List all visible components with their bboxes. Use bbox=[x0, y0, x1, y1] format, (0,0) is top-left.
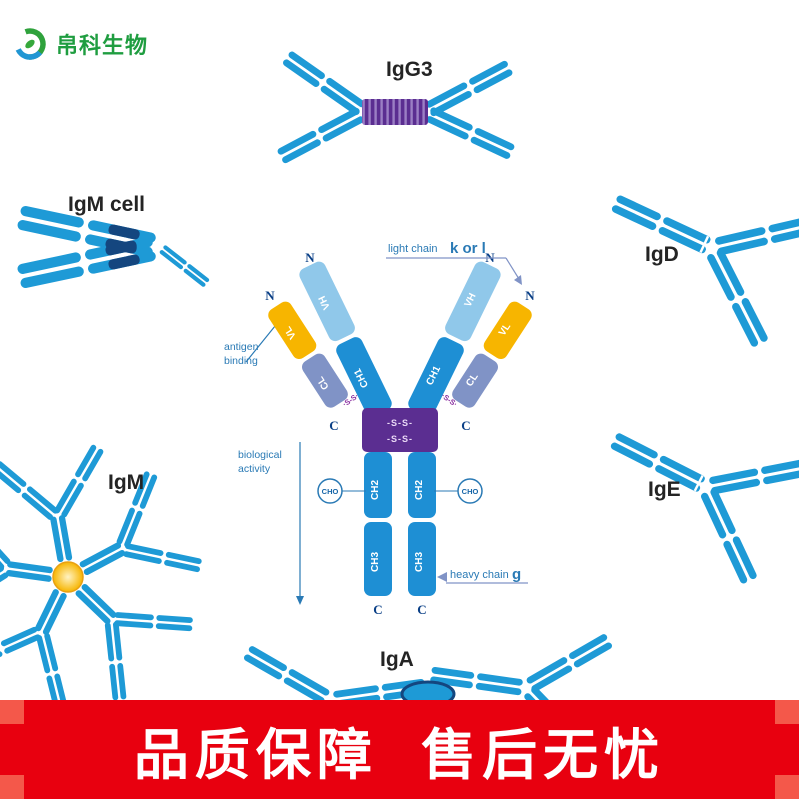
ch3-label: CH3 bbox=[370, 552, 381, 572]
brand-logo: 帛科生物 bbox=[12, 26, 148, 62]
n-terminus: N bbox=[305, 250, 315, 265]
logo-blue-arc bbox=[14, 28, 46, 60]
right-light-chain: CL VL bbox=[452, 301, 532, 408]
banner-corner bbox=[0, 775, 24, 799]
ige-antibody bbox=[581, 377, 799, 590]
igg3-left-arms bbox=[276, 50, 367, 165]
brand-name: 帛科生物 bbox=[56, 33, 149, 58]
banner-corner bbox=[775, 700, 799, 724]
ch1-segment bbox=[336, 337, 392, 417]
vl-segment bbox=[483, 301, 532, 360]
cho-label: CHO bbox=[322, 487, 339, 496]
antigen-binding-text: antigen bbox=[224, 341, 259, 353]
annotation-arrowhead bbox=[437, 572, 447, 582]
cl-segment bbox=[452, 353, 498, 408]
label-igd: IgD bbox=[645, 243, 679, 266]
disulfide-bond: -S-S- bbox=[387, 434, 413, 444]
promo-banner-text: 品质保障 售后无忧 bbox=[133, 723, 666, 786]
ch3-label: CH3 bbox=[414, 552, 425, 572]
cho-circle bbox=[317, 478, 343, 504]
iga-antibody bbox=[241, 610, 615, 700]
heavy-chain-text: heavy chain bbox=[450, 569, 509, 581]
annotation-pointer bbox=[505, 257, 520, 280]
biological-activity-text: biological bbox=[238, 449, 282, 461]
igg3-hinge bbox=[362, 99, 428, 125]
banner-corner bbox=[0, 700, 24, 724]
ch3-segment bbox=[408, 522, 436, 596]
heavy-chain-annotation: heavy chain g bbox=[437, 566, 528, 584]
light-chain-text: light chain bbox=[388, 243, 438, 255]
c-terminus: C bbox=[373, 602, 382, 617]
iga-secretory-component bbox=[400, 680, 456, 700]
igd-hinge-line bbox=[703, 237, 714, 256]
light-chain-annotation: light chain k or l bbox=[386, 240, 522, 285]
right-heavy-arm: CH1 VH bbox=[408, 261, 501, 417]
c-terminus: C bbox=[417, 602, 426, 617]
promo-banner: 品质保障 售后无忧 bbox=[0, 700, 799, 799]
igm-pentamer bbox=[0, 442, 207, 700]
central-antibody-diagram: CL VL CL VL CH1 VH CH1 bbox=[224, 240, 535, 617]
ch2-label: CH2 bbox=[414, 480, 425, 500]
fc-stems: CH2 CH3 CH2 CH3 bbox=[364, 452, 436, 596]
vl-segment bbox=[268, 301, 317, 360]
igg3-antibody bbox=[276, 50, 516, 165]
vh-label: VH bbox=[463, 292, 479, 309]
ch2-segment bbox=[364, 452, 392, 518]
vh-label: VH bbox=[317, 294, 333, 311]
cho-label: CHO bbox=[462, 487, 479, 496]
logo-leaf bbox=[25, 39, 35, 49]
label-ige: IgE bbox=[648, 478, 681, 501]
cho-site-left: CHO bbox=[317, 478, 366, 504]
label-igm-cell: IgM cell bbox=[68, 193, 146, 216]
ige-hinge-line bbox=[698, 477, 708, 494]
n-terminus: N bbox=[265, 288, 275, 303]
igm-j-chain-core bbox=[52, 561, 84, 593]
left-light-chain: CL VL bbox=[268, 301, 348, 408]
cho-circle bbox=[457, 478, 483, 504]
left-heavy-arm: CH1 VH bbox=[299, 261, 392, 417]
heavy-chain-type: g bbox=[512, 566, 521, 583]
annotation-arrowhead bbox=[514, 275, 522, 285]
banner-corner bbox=[775, 775, 799, 799]
disulfide-bond: -S-S- bbox=[387, 418, 413, 428]
antigen-binding-text: binding bbox=[224, 355, 258, 367]
biological-activity-text: activity bbox=[238, 463, 271, 475]
igm-cell-antibody bbox=[16, 205, 211, 289]
brand-logo-icon bbox=[14, 28, 46, 60]
vh-segment bbox=[445, 261, 501, 342]
vh-segment bbox=[299, 261, 355, 342]
hinge-region bbox=[362, 408, 438, 452]
n-terminus: N bbox=[525, 288, 535, 303]
ch3-segment bbox=[364, 522, 392, 596]
igg3-right-arms bbox=[424, 59, 516, 161]
light-chain-type: k or l bbox=[450, 240, 486, 257]
label-iga: IgA bbox=[380, 648, 414, 671]
c-terminus: C bbox=[461, 418, 470, 433]
antibody-illustration: CL VL CL VL CH1 VH CH1 bbox=[0, 50, 799, 700]
ch2-label: CH2 bbox=[370, 480, 381, 500]
igd-hinge-line bbox=[699, 235, 710, 254]
c-terminus: C bbox=[329, 418, 338, 433]
label-igg3: IgG3 bbox=[386, 58, 433, 81]
igd-antibody bbox=[584, 136, 799, 353]
label-igm: IgM bbox=[108, 471, 145, 494]
biological-activity-arrowhead bbox=[296, 596, 304, 605]
ch1-segment bbox=[408, 337, 464, 417]
ch2-segment bbox=[408, 452, 436, 518]
igm-cell-dark-domain bbox=[105, 240, 140, 270]
cl-segment bbox=[302, 353, 348, 408]
ige-hinge-line bbox=[693, 475, 704, 492]
cho-site-right: CHO bbox=[434, 478, 483, 504]
